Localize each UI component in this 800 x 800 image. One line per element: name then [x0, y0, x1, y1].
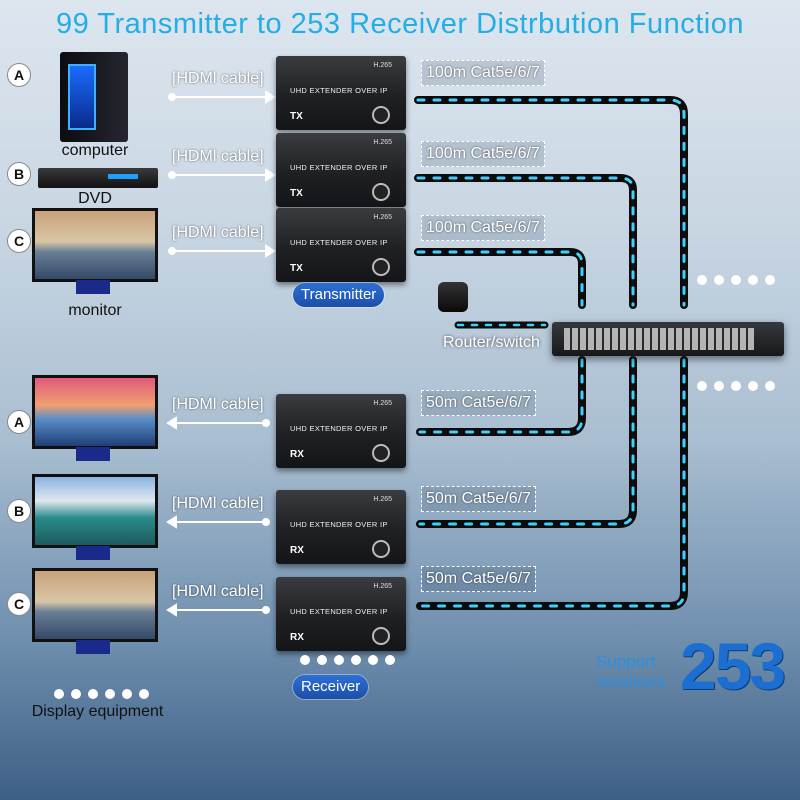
- role-label: TX: [290, 111, 303, 122]
- display-monitor-icon: [32, 375, 158, 449]
- monitor-stand-icon: [76, 640, 110, 654]
- hdmi-cable-label: [HDMl cable]: [172, 583, 264, 600]
- display-letter-b: B: [7, 499, 31, 523]
- knob-icon: [372, 183, 390, 201]
- display-letter-a: A: [7, 410, 31, 434]
- source-letter-c: C: [7, 229, 31, 253]
- display-monitor-icon: [32, 474, 158, 548]
- more-receivers-dots: [697, 378, 782, 396]
- codec-label: H.265: [373, 496, 392, 503]
- more-transmitters-dots: [697, 272, 782, 290]
- source-label-monitor: monitor: [68, 302, 122, 319]
- dvd-player-icon: [38, 168, 158, 188]
- source-label-computer: computer: [61, 142, 129, 159]
- transmitter-badge: Transmitter: [293, 283, 385, 307]
- cable-length-label: 50m Cat5e/6/7: [421, 486, 536, 512]
- knob-icon: [372, 540, 390, 558]
- display-letter-c: C: [7, 592, 31, 616]
- more-displays-dots: [54, 686, 156, 704]
- hdmi-cable-label: [HDMl cable]: [172, 495, 264, 512]
- transmitter-device: H.265 UHD EXTENDER OVER IP TX: [276, 133, 406, 207]
- more-receivers-dots: [300, 652, 402, 670]
- cable-length-label: 50m Cat5e/6/7: [421, 566, 536, 592]
- transmitter-device: H.265 UHD EXTENDER OVER IP TX: [276, 208, 406, 282]
- monitor-icon: [32, 208, 158, 282]
- transmitter-device: H.265 UHD EXTENDER OVER IP TX: [276, 56, 406, 130]
- computer-icon: [60, 52, 128, 142]
- receiver-device: H.265 UHD EXTENDER OVER IP RX: [276, 577, 406, 651]
- support-line-2: receivers: [596, 672, 665, 691]
- monitor-stand-icon: [76, 546, 110, 560]
- codec-label: H.265: [373, 139, 392, 146]
- extender-label: UHD EXTENDER OVER IP: [290, 163, 388, 172]
- knob-icon: [372, 444, 390, 462]
- source-letter-a: A: [7, 63, 31, 87]
- extender-label: UHD EXTENDER OVER IP: [290, 86, 388, 95]
- router-icon: [438, 282, 468, 312]
- role-label: TX: [290, 263, 303, 274]
- monitor-stand-icon: [76, 280, 110, 294]
- cable-length-label: 50m Cat5e/6/7: [421, 390, 536, 416]
- knob-icon: [372, 258, 390, 276]
- role-label: TX: [290, 188, 303, 199]
- receiver-device: H.265 UHD EXTENDER OVER IP RX: [276, 490, 406, 564]
- codec-label: H.265: [373, 62, 392, 69]
- codec-label: H.265: [373, 583, 392, 590]
- page-title: 99 Transmitter to 253 Receiver Distrbuti…: [56, 8, 744, 40]
- hdmi-cable-label: [HDMl cable]: [172, 224, 264, 241]
- display-equipment-label: Display equipment: [31, 703, 164, 720]
- codec-label: H.265: [373, 400, 392, 407]
- extender-label: UHD EXTENDER OVER IP: [290, 607, 388, 616]
- cable-length-label: 100m Cat5e/6/7: [421, 141, 545, 167]
- knob-icon: [372, 106, 390, 124]
- router-switch-label: Router/switch: [443, 334, 540, 351]
- cable-length-label: 100m Cat5e/6/7: [421, 215, 545, 241]
- role-label: RX: [290, 449, 304, 460]
- receiver-badge: Receiver: [293, 675, 369, 699]
- receiver-device: H.265 UHD EXTENDER OVER IP RX: [276, 394, 406, 468]
- source-label-dvd: DVD: [78, 190, 112, 207]
- knob-icon: [372, 627, 390, 645]
- codec-label: H.265: [373, 214, 392, 221]
- hdmi-cable-label: [HDMl cable]: [172, 148, 264, 165]
- support-number: 253: [680, 629, 786, 703]
- source-letter-b: B: [7, 162, 31, 186]
- role-label: RX: [290, 632, 304, 643]
- cable-length-label: 100m Cat5e/6/7: [421, 60, 545, 86]
- extender-label: UHD EXTENDER OVER IP: [290, 238, 388, 247]
- switch-ports: [564, 328, 754, 350]
- extender-label: UHD EXTENDER OVER IP: [290, 520, 388, 529]
- display-monitor-icon: [32, 568, 158, 642]
- extender-label: UHD EXTENDER OVER IP: [290, 424, 388, 433]
- hdmi-cable-label: [HDMl cable]: [172, 396, 264, 413]
- monitor-stand-icon: [76, 447, 110, 461]
- role-label: RX: [290, 545, 304, 556]
- hdmi-cable-label: [HDMl cable]: [172, 70, 264, 87]
- support-line-1: Support: [596, 652, 656, 671]
- network-switch-icon: [552, 322, 784, 356]
- tx-cable-1: [414, 96, 688, 309]
